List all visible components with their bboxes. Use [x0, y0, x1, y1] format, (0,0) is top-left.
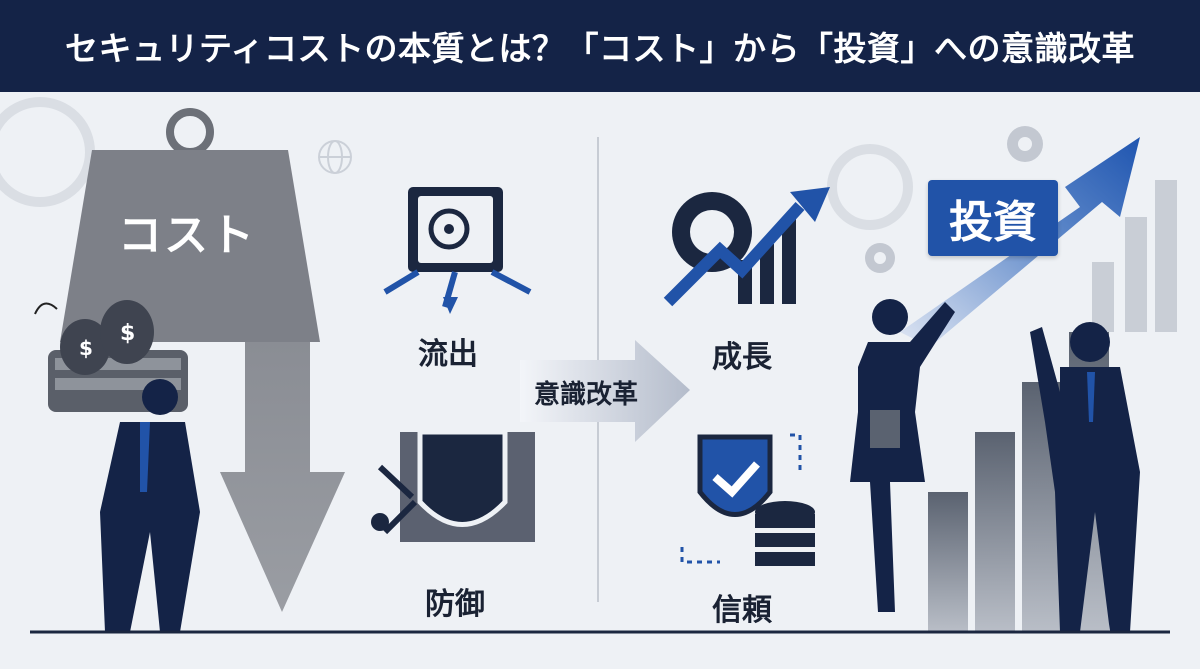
weight-icon	[60, 108, 345, 612]
cost-label: コスト	[118, 210, 256, 261]
businessman-carrying-money: $ $	[34, 300, 200, 632]
trust-label: 信頼	[712, 593, 773, 628]
database-icon	[755, 501, 815, 566]
gear-growth-icon	[663, 187, 830, 307]
investment-label: 投資	[928, 180, 1058, 256]
shift-arrow	[520, 340, 690, 442]
gear-icon	[865, 126, 1043, 273]
businessman-figure	[1030, 322, 1140, 632]
mindset-shift-label: 意識改革	[534, 380, 639, 410]
page-title: セキュリティコストの本質とは？「コスト」から「投資」への意識改革	[64, 29, 1136, 68]
header-banner: セキュリティコストの本質とは？「コスト」から「投資」への意識改革	[0, 0, 1200, 92]
money-bag-icon: $ $	[60, 300, 154, 375]
safe-icon	[383, 187, 532, 314]
outflow-label: 流出	[418, 337, 478, 372]
svg-text:$: $	[120, 321, 135, 346]
shield-wall-icon	[371, 429, 535, 542]
defense-label: 防御	[425, 587, 485, 622]
growth-label: 成長	[712, 340, 773, 375]
illustration: $ $ 流出 防御	[0, 92, 1200, 669]
businesswoman-figure	[850, 299, 955, 612]
svg-text:$: $	[79, 336, 93, 360]
shield-check-icon	[680, 433, 802, 564]
illustration-canvas: $ $ 流出 防御	[0, 97, 1177, 634]
background-gear-icon	[0, 97, 913, 230]
globe-icon	[318, 140, 352, 174]
